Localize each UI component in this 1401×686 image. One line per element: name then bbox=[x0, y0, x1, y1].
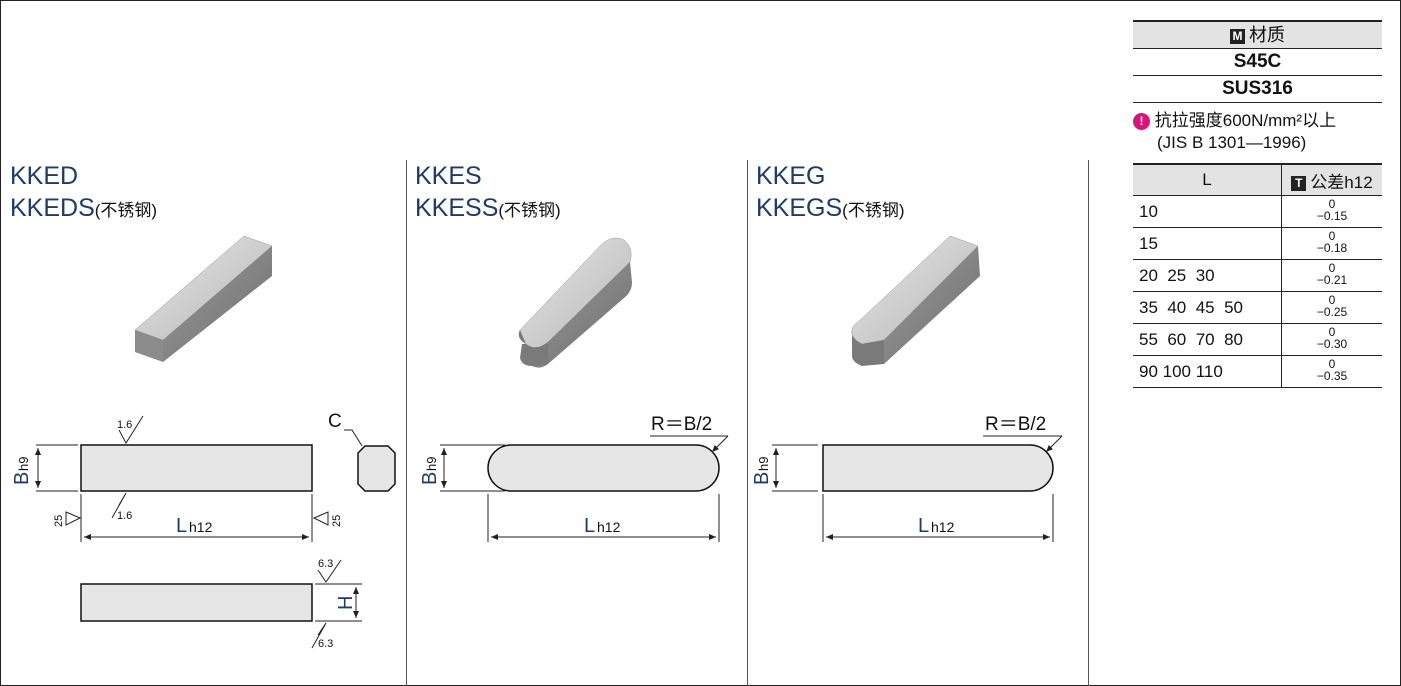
tolerance-cell: 0−0.18 bbox=[1281, 227, 1382, 260]
table-row: 55 60 70 80 0−0.30 bbox=[1133, 323, 1382, 356]
kkeg-title-block: KKEG KKEGS(不锈钢) bbox=[756, 160, 904, 227]
tolerance-lower: −0.25 bbox=[1316, 305, 1348, 319]
tolerance-lower: −0.18 bbox=[1316, 241, 1348, 255]
table-row: 90 100 110 0−0.35 bbox=[1133, 355, 1382, 388]
tolerance-icon: T bbox=[1291, 175, 1307, 191]
kked-rough-left: 25 bbox=[53, 515, 65, 527]
kkeg-l-sub: h12 bbox=[931, 519, 955, 535]
kkeg-b-label: B bbox=[751, 472, 773, 485]
tolerance-cell: 0−0.15 bbox=[1281, 195, 1382, 228]
kked-h-label: H bbox=[335, 596, 357, 610]
tolerance-lower: −0.35 bbox=[1316, 369, 1348, 383]
tolerance-cell: 0−0.21 bbox=[1281, 259, 1382, 292]
material-header: M 材质 bbox=[1133, 20, 1382, 48]
tolerance-upper: 0 bbox=[1328, 325, 1336, 339]
table-row: 15 0−0.18 bbox=[1133, 227, 1382, 260]
material-table: M 材质 S45C SUS316 bbox=[1133, 20, 1382, 103]
kked-l-sub: h12 bbox=[189, 519, 213, 535]
strength-note: ! 抗拉强度600N/mm²以上 (JIS B 1301—1996) bbox=[1133, 110, 1393, 154]
column-divider bbox=[747, 160, 748, 686]
kked-title: KKED bbox=[10, 162, 79, 190]
kkes-title-block: KKES KKESS(不锈钢) bbox=[415, 160, 561, 227]
kkes-l-label: L bbox=[584, 515, 595, 537]
material-header-label: 材质 bbox=[1249, 25, 1285, 45]
length-cell: 90 100 110 bbox=[1133, 355, 1282, 388]
tolerance-lower: −0.30 bbox=[1316, 337, 1348, 351]
warning-icon: ! bbox=[1133, 113, 1150, 130]
tolerance-upper: 0 bbox=[1328, 357, 1336, 371]
length-cell: 15 bbox=[1133, 227, 1282, 260]
kked-rough-63-bottom: 6.3 bbox=[318, 638, 333, 650]
kked-end-view bbox=[344, 429, 396, 492]
kkegs-subtitle: (不锈钢) bbox=[842, 201, 905, 220]
kked-title-block: KKED KKEDS(不锈钢) bbox=[10, 160, 157, 227]
tolerance-upper: 0 bbox=[1328, 261, 1336, 275]
tolerance-upper: 0 bbox=[1328, 197, 1336, 211]
tolerance-lower: −0.21 bbox=[1316, 273, 1348, 287]
tolerance-col-l: L bbox=[1133, 163, 1282, 196]
kked-b-sub: h9 bbox=[16, 457, 31, 471]
kked-rough-bottom: 1.6 bbox=[117, 510, 132, 522]
kkeds-title: KKEDS bbox=[10, 194, 95, 222]
kked-b-label: B bbox=[11, 472, 33, 485]
kkess-title: KKESS bbox=[415, 194, 499, 222]
kked-front-view bbox=[35, 415, 329, 542]
tolerance-upper: 0 bbox=[1328, 293, 1336, 307]
table-row: 10 0−0.15 bbox=[1133, 195, 1382, 228]
tolerance-lower: −0.15 bbox=[1316, 209, 1348, 223]
tolerance-cell: 0−0.35 bbox=[1281, 355, 1382, 388]
kkes-front-view bbox=[440, 435, 729, 542]
note-line-2: (JIS B 1301—1996) bbox=[1157, 133, 1307, 152]
kkes-b-sub: h9 bbox=[424, 457, 439, 471]
length-cell: 55 60 70 80 bbox=[1133, 323, 1282, 356]
kkes-title: KKES bbox=[415, 162, 482, 190]
material-row: SUS316 bbox=[1133, 75, 1382, 103]
kked-c-label: C bbox=[328, 411, 342, 432]
note-line-1: 抗拉强度600N/mm²以上 bbox=[1154, 111, 1337, 130]
kkeg-r-label: R＝B/2 bbox=[985, 414, 1046, 435]
tolerance-col-label: 公差h12 bbox=[1310, 172, 1373, 192]
tolerance-upper: 0 bbox=[1328, 229, 1336, 243]
column-divider bbox=[1088, 160, 1089, 686]
kked-rough-63-top: 6.3 bbox=[318, 558, 333, 570]
tolerance-cell: 0−0.25 bbox=[1281, 291, 1382, 324]
kkeg-photo bbox=[851, 235, 980, 366]
tolerance-cell: 0−0.30 bbox=[1281, 323, 1382, 356]
kkeg-title: KKEG bbox=[756, 162, 826, 190]
kkeds-subtitle: (不锈钢) bbox=[94, 201, 158, 220]
table-row: 35 40 45 50 0−0.25 bbox=[1133, 291, 1382, 324]
kkess-subtitle: (不锈钢) bbox=[498, 201, 561, 220]
material-icon: M bbox=[1230, 29, 1245, 44]
kkes-b-label: B bbox=[419, 472, 441, 485]
length-cell: 35 40 45 50 bbox=[1133, 291, 1282, 324]
kked-side-view bbox=[80, 559, 362, 649]
kkes-photo bbox=[518, 237, 632, 368]
kkegs-title: KKEGS bbox=[756, 194, 843, 222]
kkes-r-label: R＝B/2 bbox=[651, 414, 712, 435]
kkeg-b-sub: h9 bbox=[756, 457, 771, 471]
column-divider bbox=[406, 160, 407, 686]
table-row: 20 25 30 0−0.21 bbox=[1133, 259, 1382, 292]
kkes-l-sub: h12 bbox=[597, 519, 621, 535]
length-cell: 10 bbox=[1133, 195, 1282, 228]
material-row: S45C bbox=[1133, 48, 1382, 75]
kked-rough-top: 1.6 bbox=[117, 419, 132, 431]
kked-photo bbox=[134, 235, 273, 362]
kked-rough-right: 25 bbox=[331, 515, 343, 527]
kkeg-front-view bbox=[772, 435, 1063, 542]
length-cell: 20 25 30 bbox=[1133, 259, 1282, 292]
kked-l-label: L bbox=[176, 515, 187, 537]
kkeg-l-label: L bbox=[918, 515, 929, 537]
